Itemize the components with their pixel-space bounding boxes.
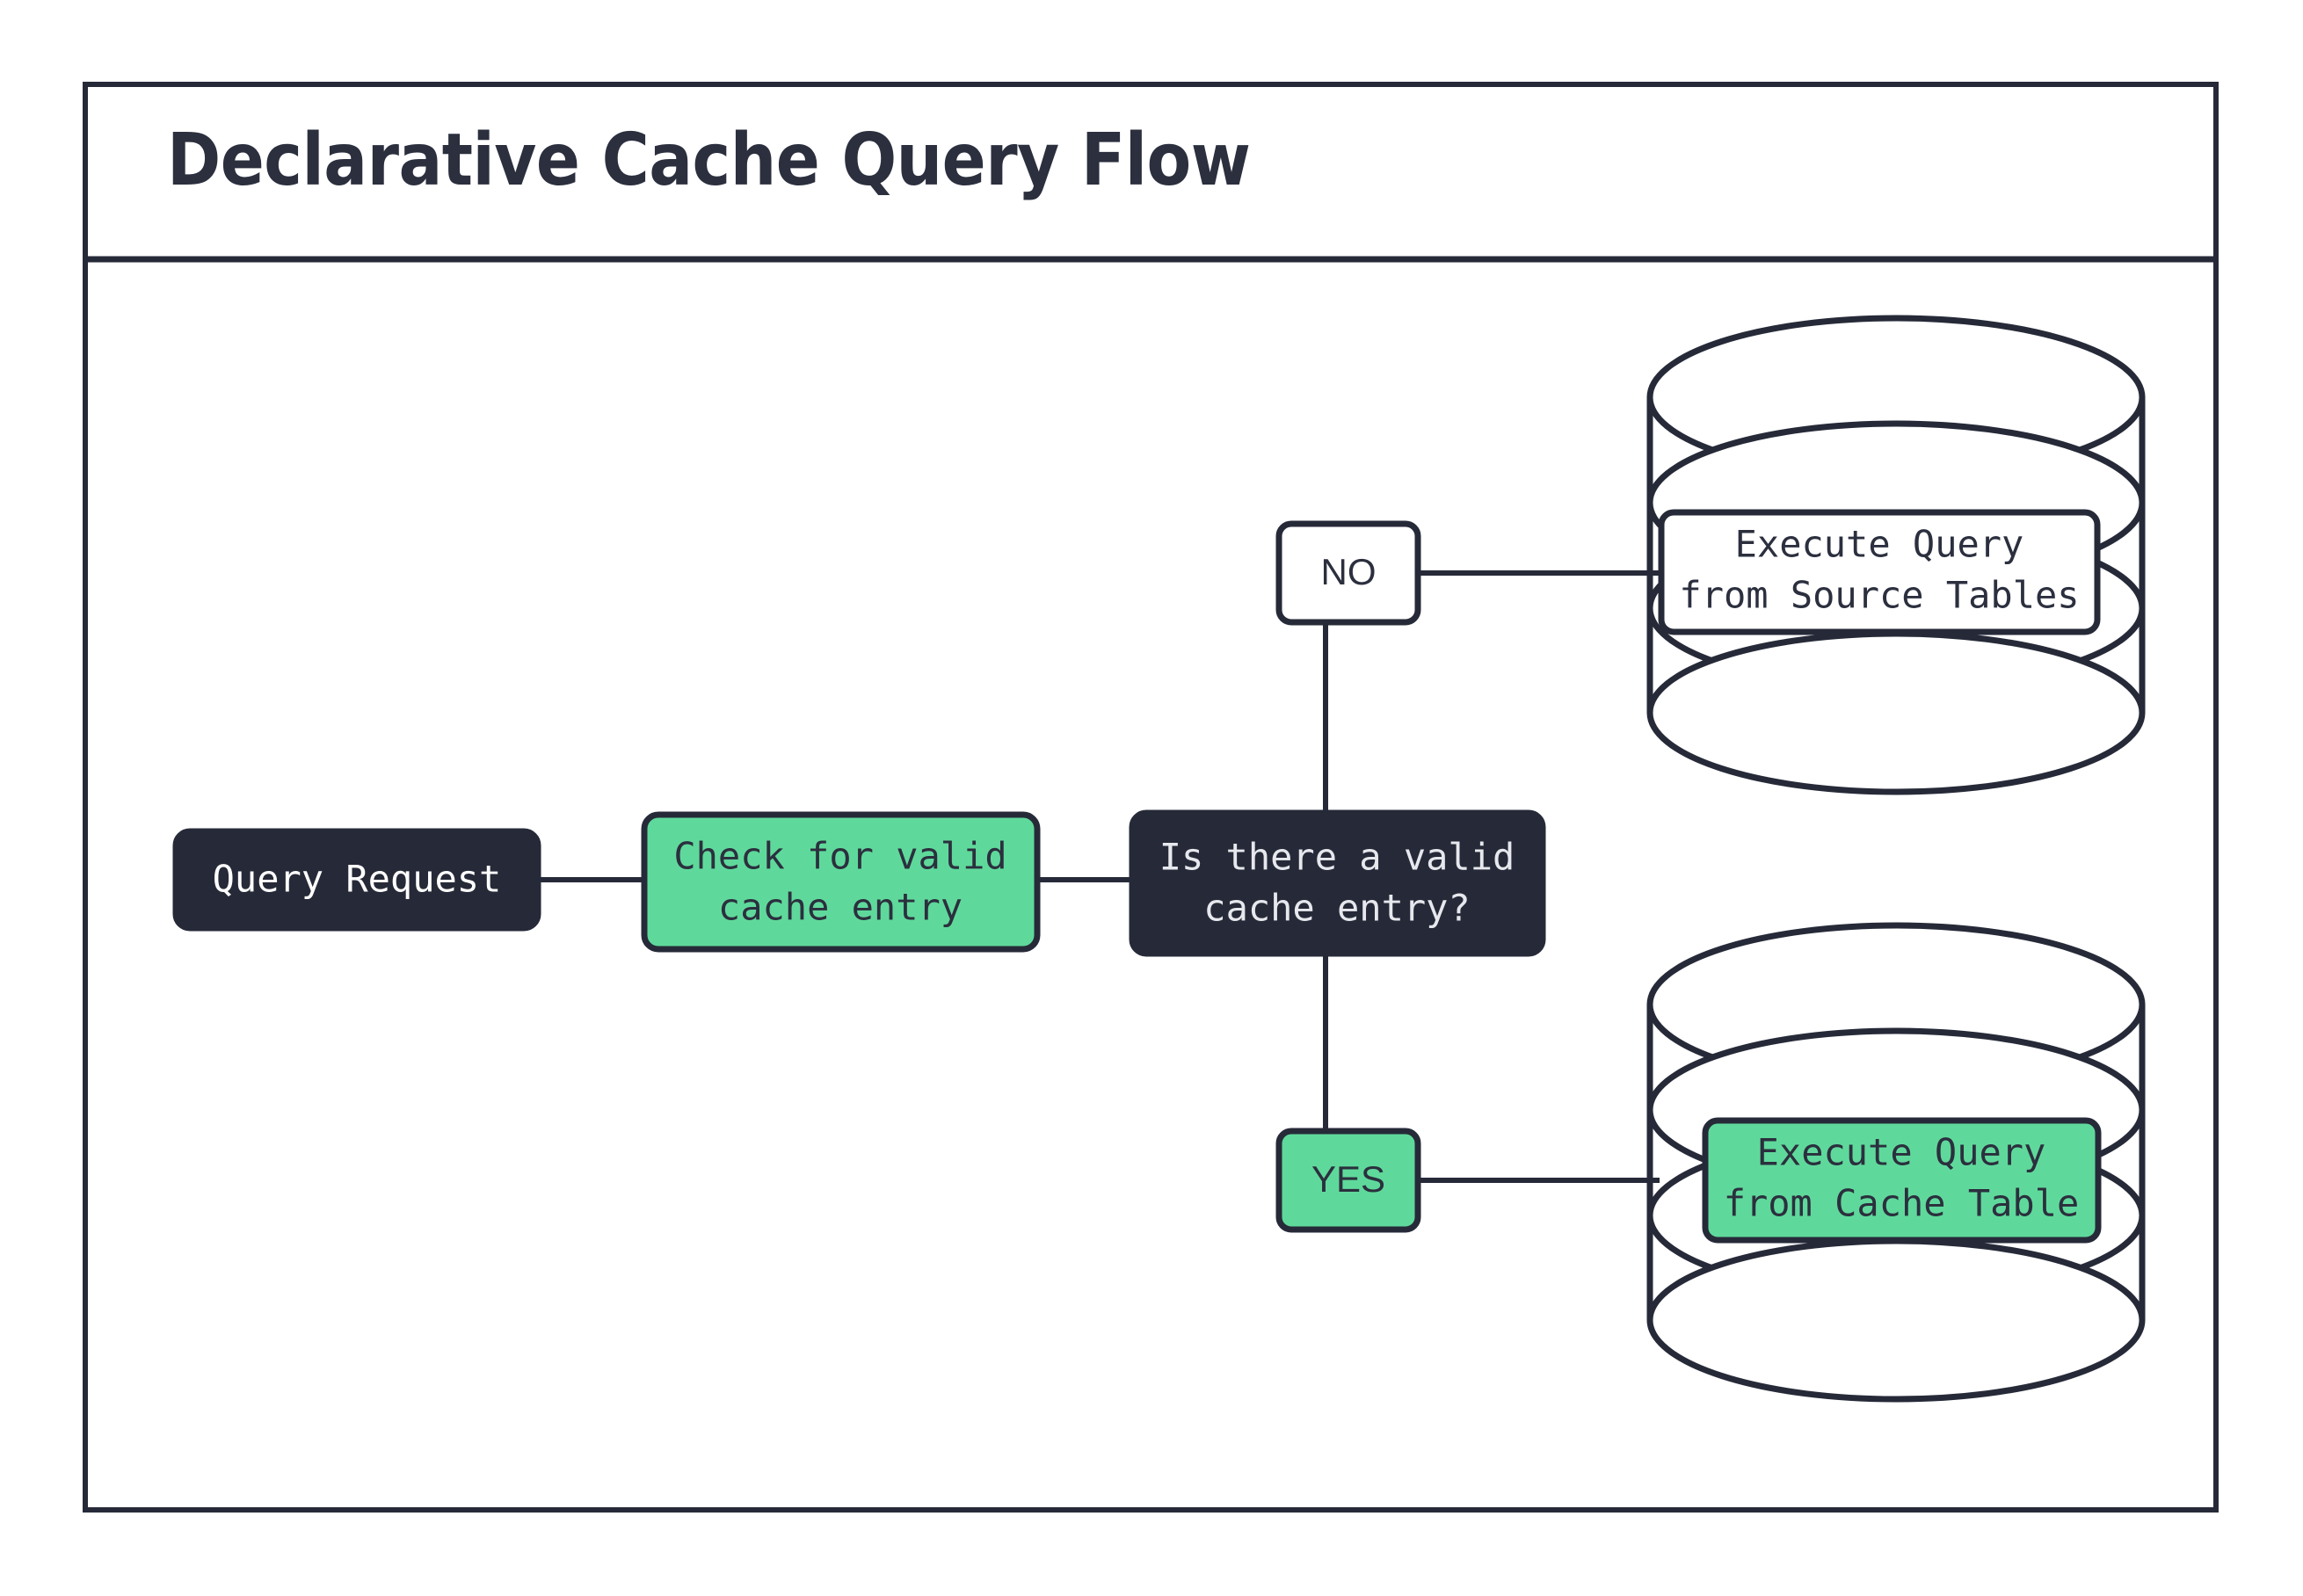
page-title: Declarative Cache Query Flow (167, 119, 1250, 202)
cache-db-label-line1: Execute Query (1757, 1131, 2046, 1174)
source-db-label-line2: from Source Tables (1679, 574, 2079, 617)
source-db-label-node[interactable]: Execute Query from Source Tables (1658, 509, 2101, 635)
edge-label-no[interactable]: NO (1275, 520, 1421, 626)
cache-db-label-line2: from Cache Table (1724, 1182, 2080, 1225)
no-label-box[interactable] (1275, 520, 1421, 626)
cache-db-label-node[interactable]: Execute Query from Cache Table (1702, 1117, 2102, 1244)
decision-box[interactable] (1129, 809, 1546, 957)
edge-label-yes[interactable]: YES (1275, 1128, 1421, 1233)
decision-label-line2: cache entry? (1203, 887, 1470, 930)
decision-label-line1: Is there a valid (1159, 836, 1515, 879)
node-decision-valid-cache[interactable]: Is there a valid cache entry? (1129, 809, 1546, 957)
source-db-label-box[interactable] (1658, 509, 2101, 635)
query-request-label: Query Request (213, 858, 502, 901)
yes-label-box[interactable] (1275, 1128, 1421, 1233)
node-query-request[interactable]: Query Request (172, 828, 541, 932)
yes-label-text: YES (1311, 1158, 1385, 1200)
source-db-label-line1: Execute Query (1735, 523, 2024, 566)
cache-db-label-box[interactable] (1702, 1117, 2102, 1244)
check-cache-box[interactable] (641, 811, 1041, 953)
node-check-cache-entry[interactable]: Check for valid cache entry (641, 811, 1041, 953)
query-request-box[interactable] (172, 828, 541, 932)
no-label-text: NO (1321, 551, 1377, 592)
check-cache-label-line2: cache entry (718, 886, 963, 929)
check-cache-label-line1: Check for valid (673, 835, 1006, 878)
